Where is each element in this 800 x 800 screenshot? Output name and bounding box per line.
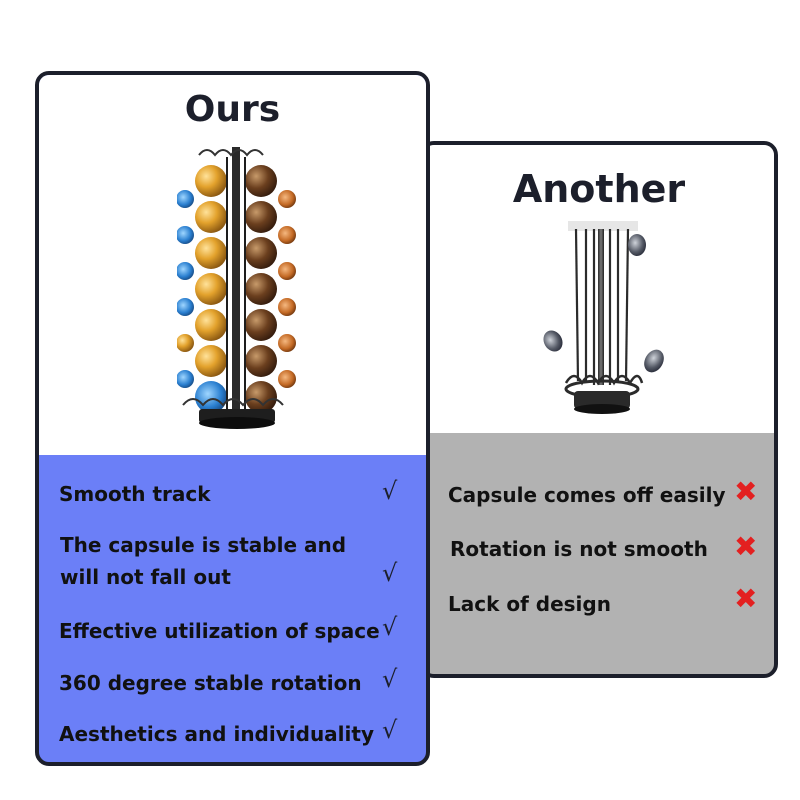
check-icon: √ xyxy=(382,716,398,744)
another-feature-1: Capsule comes off easily xyxy=(448,483,726,507)
another-feature-2: Rotation is not smooth xyxy=(450,537,708,561)
ours-feature-2-line2: will not fall out xyxy=(60,565,231,589)
another-card: Another xyxy=(420,141,778,678)
ours-feature-1: Smooth track xyxy=(59,482,211,506)
another-feature-3: Lack of design xyxy=(448,592,611,616)
cross-icon: ✖ xyxy=(734,582,758,615)
check-icon: √ xyxy=(382,613,398,641)
check-icon: √ xyxy=(382,477,398,505)
ours-feature-5: Aesthetics and individuality xyxy=(59,722,374,746)
ours-feature-2-line1: The capsule is stable and xyxy=(60,533,347,557)
check-icon: √ xyxy=(382,665,398,693)
cross-icon: ✖ xyxy=(734,530,758,563)
check-icon: √ xyxy=(382,559,398,587)
ours-feature-4: 360 degree stable rotation xyxy=(59,671,362,695)
ours-feature-3: Effective utilization of space xyxy=(59,619,380,643)
ours-image-area: Ours xyxy=(39,75,426,455)
another-title: Another xyxy=(512,167,686,211)
ours-title: Ours xyxy=(184,89,281,130)
capsule-tower-empty-icon xyxy=(543,221,664,414)
cross-icon: ✖ xyxy=(734,475,758,508)
ours-card: Ours xyxy=(35,71,430,766)
another-image-area: Another xyxy=(424,145,774,433)
capsule-tower-full-icon xyxy=(177,147,296,429)
